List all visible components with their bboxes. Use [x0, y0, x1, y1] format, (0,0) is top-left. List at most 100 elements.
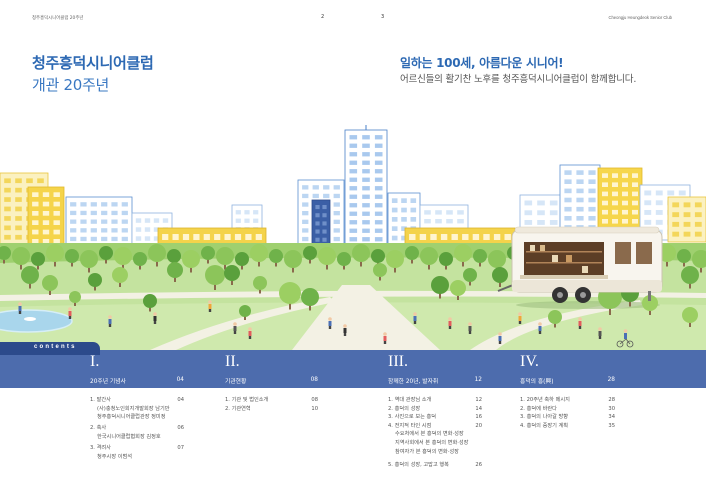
person: [383, 332, 387, 344]
tree-trunk: [469, 279, 471, 286]
section-title: 함께한 20년, 발자취: [388, 378, 439, 385]
building-window: [374, 194, 383, 199]
building-window: [362, 160, 370, 165]
building-window: [235, 218, 241, 223]
building-window: [576, 170, 584, 175]
person-legs: [233, 331, 237, 334]
building-window: [655, 200, 663, 206]
tree-trunk: [190, 264, 192, 273]
building-window: [424, 219, 431, 224]
building-window: [694, 221, 702, 227]
tree-crown: [463, 268, 477, 282]
truck-side-window: [615, 242, 631, 264]
building-window: [349, 203, 358, 208]
building-window: [53, 239, 60, 244]
tree: [112, 267, 128, 287]
person-legs: [413, 321, 417, 324]
building-window: [111, 228, 118, 233]
section-page: 28: [607, 377, 615, 383]
building-window: [374, 152, 383, 157]
tree-trunk: [609, 304, 611, 315]
person-head: [248, 327, 252, 331]
building-window: [683, 231, 691, 237]
building-window: [602, 209, 608, 215]
person-body: [448, 321, 452, 326]
tree-crown: [303, 246, 317, 260]
building-window: [323, 193, 330, 199]
building-window: [391, 217, 398, 222]
tree-trunk: [700, 264, 702, 273]
truck-lower-panel: [512, 280, 662, 292]
contents-item: 2. 축사 06: [90, 424, 184, 433]
building-window: [15, 234, 22, 240]
person-body: [598, 331, 602, 336]
building-window: [588, 179, 596, 184]
building-window: [632, 182, 638, 187]
slogan: 일하는 100세, 아름다운 시니어!: [400, 56, 564, 70]
item-page: 08: [311, 397, 318, 403]
contents-item: 5. 흥덕의 성장, 고맙고 행복 26: [388, 461, 482, 470]
person-legs: [153, 321, 157, 324]
building-window: [121, 228, 128, 233]
person-body: [468, 326, 472, 331]
building-window: [302, 228, 309, 233]
tree-trunk: [94, 284, 96, 291]
tree: [642, 295, 658, 315]
tree-crown: [99, 246, 113, 260]
building-window: [446, 219, 453, 224]
building-window: [80, 228, 87, 233]
building-window: [374, 169, 383, 174]
contents-item: 1. 기관 및 법인소개 08: [225, 396, 318, 405]
tree-crown: [114, 247, 132, 265]
building-window: [683, 202, 691, 208]
section-items: 1. 역대 관장님 소개 12 2. 흥덕의 성장 14 3. 사진으로 보는 …: [388, 396, 482, 469]
tree: [239, 305, 251, 320]
building-window: [322, 213, 327, 218]
tree: [548, 310, 562, 328]
building-window: [374, 135, 383, 140]
item-page: 28: [608, 397, 615, 403]
building-window: [322, 221, 327, 226]
section-items: 1. 20주년 축하 메시지 28 2. 흥덕에 바란다 30 3. 흥덕의 나…: [520, 396, 615, 430]
building-window: [153, 218, 160, 223]
contents-section-2: II. 기관현황 08 1. 기관 및 법인소개 08 2. 기관연혁 10: [225, 353, 318, 413]
tree-crown: [548, 310, 562, 324]
person: [208, 300, 212, 312]
building-window: [349, 177, 358, 182]
tree: [167, 262, 183, 282]
tree-trunk: [122, 261, 124, 270]
building-window: [667, 190, 675, 196]
building-window: [101, 219, 108, 224]
tree-crown: [250, 244, 268, 262]
tree-crown: [677, 249, 691, 263]
item-page: 12: [475, 397, 482, 403]
building-window: [576, 179, 584, 184]
slogan-description: 어르신들의 활기찬 노후를 청주흥덕시니어클럽이 함께합니다.: [400, 74, 637, 85]
building-window: [349, 237, 358, 242]
building-window: [101, 210, 108, 216]
person: [68, 307, 72, 319]
building-window: [4, 225, 11, 231]
building-window: [101, 202, 108, 207]
building-window: [144, 236, 151, 241]
contents-item: 3. 격려사 07: [90, 444, 184, 453]
item-page: 07: [177, 444, 184, 451]
page-number-right: 3: [381, 14, 385, 20]
contents-item: 2. 흥덕의 성장 14: [388, 405, 482, 414]
truck-shadow: [516, 301, 660, 309]
tree: [235, 252, 249, 270]
person: [538, 322, 542, 334]
tree-trunk: [231, 277, 233, 285]
tree-trunk: [149, 305, 151, 312]
building-window: [362, 220, 370, 225]
tree-trunk: [207, 257, 209, 264]
person: [448, 317, 452, 329]
building-window: [632, 173, 638, 178]
tree: [88, 273, 102, 291]
tree-trunk: [71, 260, 73, 267]
person-head: [468, 322, 472, 326]
item-title: 1. 역대 관장님 소개: [388, 397, 432, 403]
building-window: [333, 202, 340, 207]
contents-section-4: IV. 흥덕의 흥(興) 28 1. 20주년 축하 메시지 28 2. 흥덕에…: [520, 353, 615, 430]
tree-trunk: [275, 260, 277, 267]
